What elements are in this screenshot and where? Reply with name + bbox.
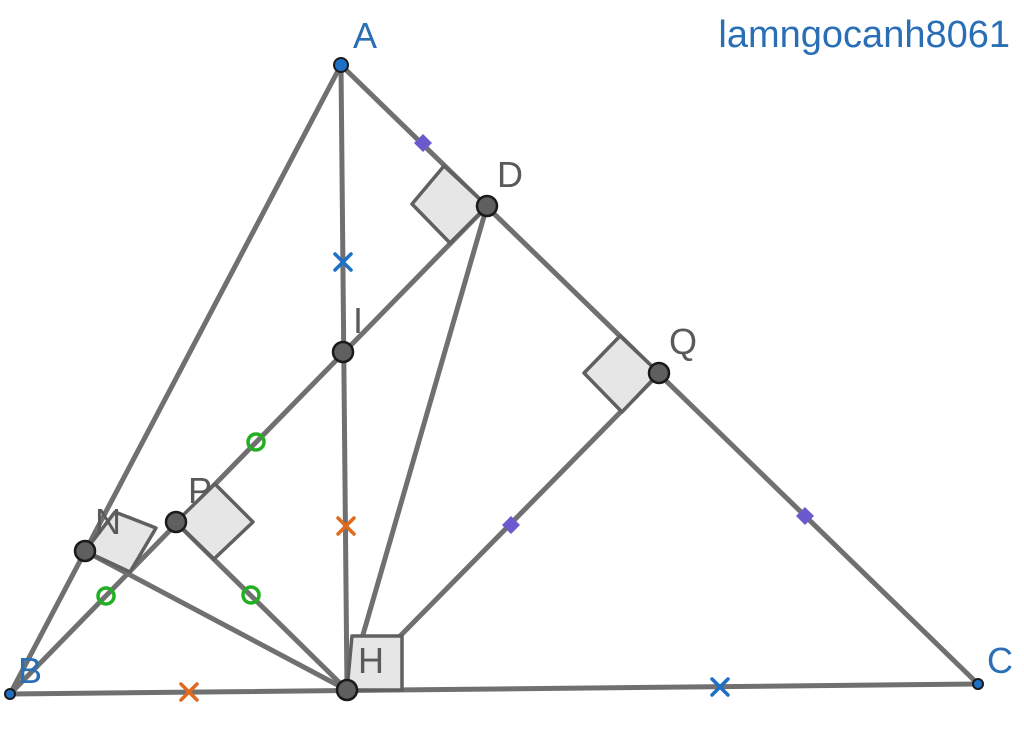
label-b: B — [18, 650, 42, 691]
segment-hn — [82, 548, 350, 693]
cross-mark-ai — [333, 252, 353, 272]
right-angle-d — [410, 164, 489, 245]
label-h: H — [358, 640, 384, 681]
cross-mark-bh — [179, 682, 199, 702]
label-p: P — [188, 470, 212, 511]
circle-mark-pi — [246, 432, 266, 452]
point-q — [647, 361, 671, 385]
tick-marks-blue — [333, 252, 730, 697]
point-h — [335, 678, 359, 702]
right-angle-q — [582, 334, 661, 414]
tick-marks-green — [96, 432, 266, 606]
right-angle-markers — [83, 164, 661, 692]
label-d: D — [497, 154, 523, 195]
label-a: A — [353, 15, 377, 56]
label-i: I — [353, 300, 363, 341]
diamond-mark-hq — [502, 516, 520, 534]
segment-ah — [338, 62, 350, 693]
label-q: Q — [669, 321, 697, 362]
point-c — [972, 678, 984, 690]
right-angle-n — [83, 510, 158, 574]
point-labels: A B C D I Q P N H — [18, 15, 1013, 691]
label-c: C — [987, 640, 1013, 681]
label-n: N — [95, 501, 121, 542]
point-b — [4, 688, 16, 700]
right-angle-h — [345, 634, 404, 692]
diamond-mark-ad — [414, 134, 432, 152]
cross-mark-hc — [710, 677, 730, 697]
point-n — [73, 539, 97, 563]
watermark: lamngocanh8061 — [718, 14, 1010, 56]
diamond-mark-qc — [796, 507, 814, 525]
tick-marks-purple — [414, 134, 814, 534]
points — [4, 57, 984, 702]
segment-ab — [7, 62, 344, 697]
circle-mark-hp — [241, 585, 261, 605]
point-d — [475, 194, 499, 218]
right-angle-p — [174, 482, 255, 561]
cross-mark-ih — [336, 516, 356, 536]
tick-marks-orange — [179, 516, 356, 702]
point-a — [333, 57, 349, 73]
segment-hd — [344, 203, 490, 693]
segment-bc — [7, 681, 981, 697]
segment-bd — [7, 203, 490, 697]
point-p — [164, 510, 188, 534]
point-i — [331, 340, 355, 364]
segments — [7, 62, 981, 697]
circle-mark-bp — [96, 586, 116, 606]
